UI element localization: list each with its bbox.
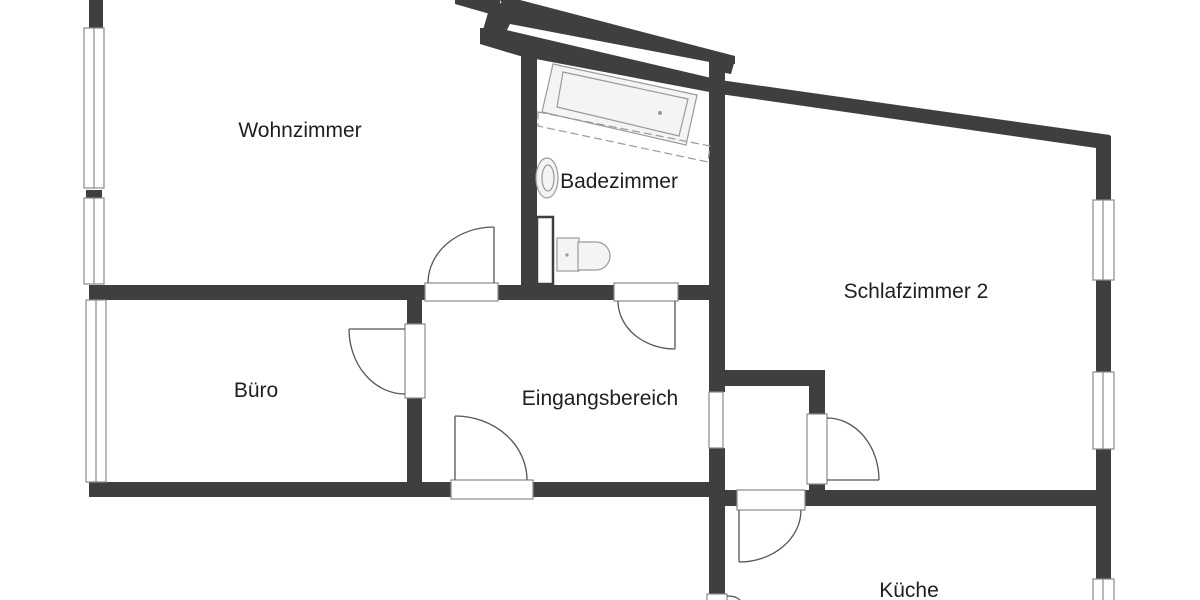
sink-icon [535, 157, 559, 199]
window-buero [85, 299, 107, 483]
window-kueche [1092, 578, 1115, 600]
room-label-schlafzimmer-2: Schlafzimmer 2 [843, 280, 989, 303]
door-buero [348, 323, 426, 399]
door-wohnzimmer [424, 226, 499, 302]
room-label-badezimmer: Badezimmer [560, 170, 678, 193]
bathroom-fixtures [535, 63, 711, 286]
window-schlafzimmer-lower [1092, 371, 1115, 450]
room-label-wohnzimmer: Wohnzimmer [238, 119, 362, 142]
door-badezimmer [613, 282, 679, 350]
room-label-eingangsbereich: Eingangsbereich [521, 387, 679, 410]
window-schlafzimmer-upper [1092, 199, 1115, 281]
passage-eingang-flur [708, 391, 724, 449]
door-kueche-lower [706, 593, 741, 600]
windows [83, 27, 1115, 600]
door-schlafzimmer [806, 413, 880, 485]
bathtub-icon [541, 63, 698, 146]
doors [348, 226, 880, 600]
window-wohnzimmer-upper [83, 27, 105, 189]
room-label-kueche: Küche [879, 579, 939, 600]
room-label-buero: Büro [233, 379, 279, 402]
door-kueche [736, 489, 806, 563]
toilet-icon [535, 215, 611, 286]
door-eingang [450, 415, 534, 500]
window-wohnzimmer-lower [83, 197, 105, 285]
walls [89, 0, 1111, 600]
